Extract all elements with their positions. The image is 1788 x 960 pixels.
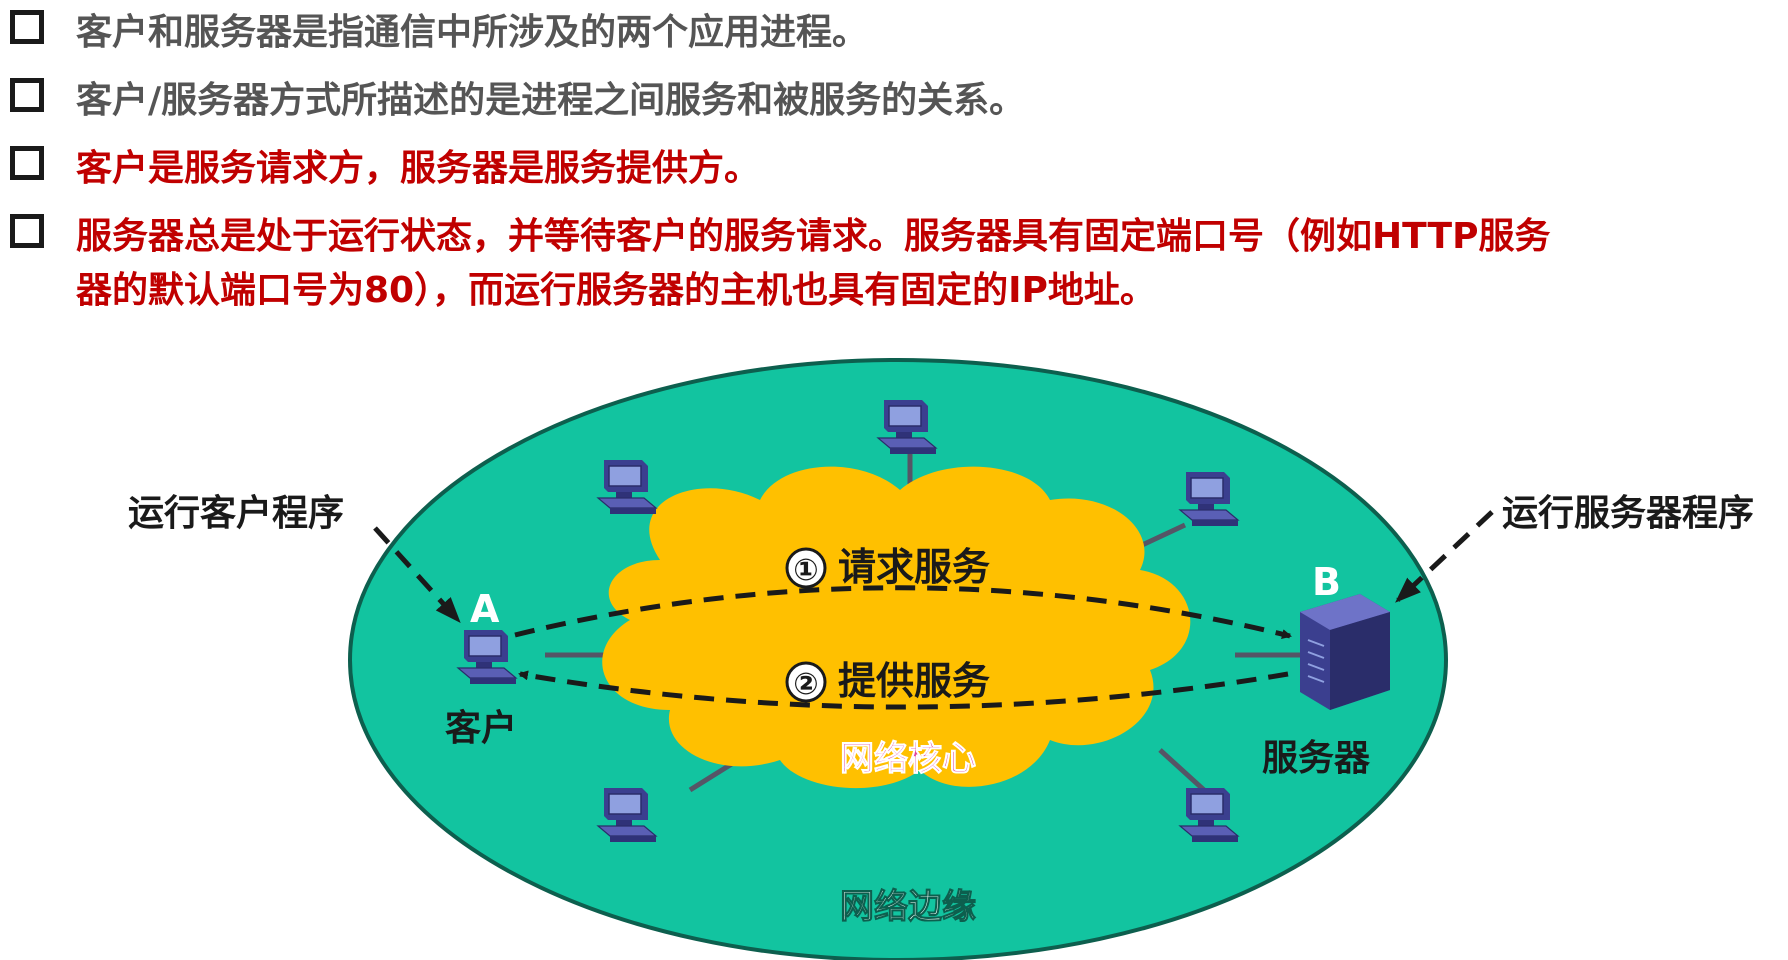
client-program-label: 运行客户程序 [128,493,344,534]
server-label: 服务器 [1262,738,1371,779]
response-label: 提供服务 [838,659,990,703]
request-label: 请求服务 [838,545,990,589]
bullet-text: 客户和服务器是指通信中所涉及的两个应用进程。 [76,12,869,53]
response-arrow [518,670,1289,710]
host-computer-icon [1179,471,1239,527]
host-b-letter: B [1312,560,1341,604]
bullet-text: 服务器总是处于运行状态，并等待客户的服务请求。服务器具有固定端口号（例如HTTP… [76,210,1550,318]
request-number: ① [793,553,818,588]
network-core-cloud [602,466,1191,789]
host-computer-icon [877,399,937,455]
bullet-item: 服务器总是处于运行状态，并等待客户的服务请求。服务器具有固定端口号（例如HTTP… [10,210,1550,318]
bullet-item: 客户和服务器是指通信中所涉及的两个应用进程。 [10,6,868,60]
client-label: 客户 [445,708,517,749]
server-icon [1300,594,1390,710]
host-computer-icon [597,459,657,515]
bullet-item: 客户是服务请求方，服务器是服务提供方。 [10,142,760,196]
response-number: ② [793,667,818,702]
bullet-item: 客户/服务器方式所描述的是进程之间服务和被服务的关系。 [10,74,1025,128]
host-computer-icon [597,787,657,843]
checkbox-square-icon [10,146,44,180]
checkbox-square-icon [10,78,44,112]
response-number-circle [785,661,827,703]
bullet-text-line: 服务器总是处于运行状态，并等待客户的服务请求。服务器具有固定端口号（例如HTTP… [76,216,1551,257]
network-core-label: 网络核心 [840,739,976,779]
host-a-letter: A [470,587,500,631]
host-computer-icon [1179,787,1239,843]
server-program-label: 运行服务器程序 [1502,493,1754,534]
bullet-text: 客户是服务请求方，服务器是服务提供方。 [76,148,761,189]
request-number-circle [785,547,827,589]
server-program-arrow [1395,510,1494,603]
client-program-arrow [373,526,461,623]
request-arrow [514,585,1292,639]
checkbox-square-icon [10,10,44,44]
network-edge-label: 网络边缘 [840,887,976,927]
bullet-text: 客户/服务器方式所描述的是进程之间服务和被服务的关系。 [76,80,1026,121]
checkbox-square-icon [10,214,44,248]
bullet-text-line: 器的默认端口号为80），而运行服务器的主机也具有固定的IP地址。 [76,270,1156,311]
client-computer-icon [457,629,517,685]
